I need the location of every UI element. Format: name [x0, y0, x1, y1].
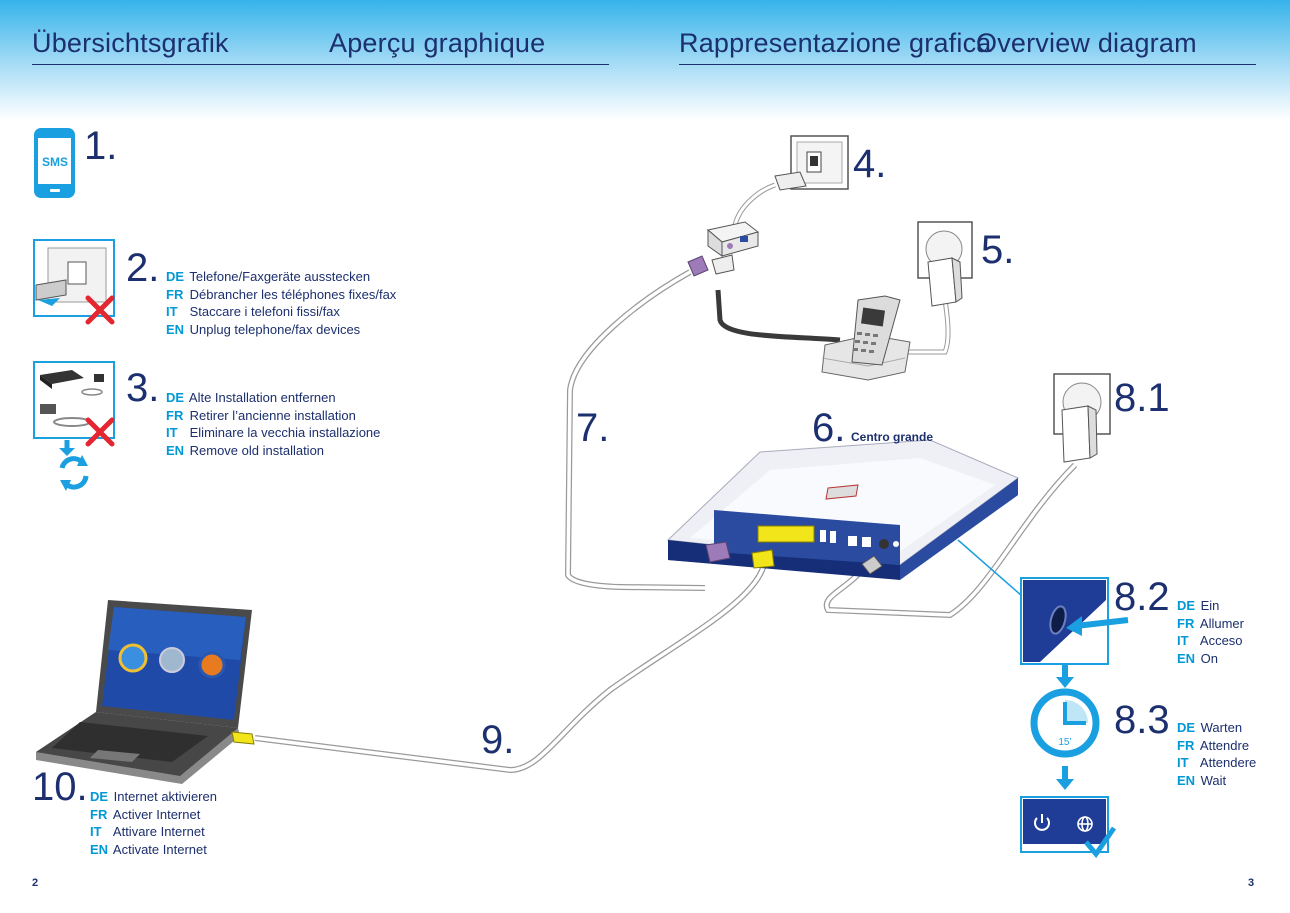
cable-phone-power-icon [905, 299, 951, 355]
step-8-3-instructions: DE Warten FR Attendre IT Attendere EN Wa… [1177, 720, 1257, 788]
red-cross-icon [85, 417, 115, 447]
header-rule-left [32, 64, 609, 65]
cable-wall-splitter-icon [732, 182, 776, 226]
step-2-number: 2. [126, 246, 160, 290]
step-6-number: 6. [812, 406, 846, 450]
step-3-instructions: DE Alte Installation entfernen FR Retire… [166, 390, 381, 458]
step-10-number: 10. [32, 765, 88, 809]
step-10-instructions: DE Internet aktivieren FR Activer Intern… [90, 789, 217, 857]
cable-phone-cord-icon [715, 289, 841, 343]
status-leds-icon [1020, 796, 1117, 859]
checkmark-icon [1084, 826, 1117, 859]
title-it: Rappresentazione grafica [679, 28, 992, 58]
step-1-number: 1. [84, 124, 118, 168]
unplug-phone-icon [33, 239, 115, 317]
refresh-icon [59, 440, 89, 491]
sms-label: SMS [42, 155, 68, 169]
page-number-right: 3 [1248, 877, 1255, 889]
step-2-instructions: DE Telefone/Faxgeräte ausstecken FR Débr… [166, 269, 397, 337]
arrow-down-icon [1056, 766, 1074, 790]
step-8-2-instructions: DE Ein FR Allumer IT Acceso EN On [1177, 598, 1244, 666]
title-en: Overview diagram [976, 28, 1197, 58]
title-de: Übersichtsgrafik [32, 28, 229, 58]
step-8-2-number: 8.2 [1114, 575, 1170, 619]
timer-label: 15’ [1058, 737, 1071, 748]
phone-wall-socket-icon [774, 135, 849, 191]
step-5-number: 5. [981, 228, 1015, 272]
laptop-icon [36, 600, 252, 784]
step-7-number: 7. [576, 406, 610, 450]
power-button-icon [1020, 577, 1129, 665]
timer-icon: 15’ [1030, 688, 1100, 758]
phone-splitter-icon [687, 221, 760, 277]
cable-9-icon [254, 559, 768, 774]
page-number-left: 2 [32, 877, 39, 889]
power-symbol-icon [1034, 814, 1050, 831]
power-socket-icon [917, 221, 973, 307]
cordless-phone-icon [821, 295, 911, 381]
step-8-3-number: 8.3 [1114, 698, 1170, 742]
old-installation-icon [33, 361, 115, 439]
power-socket-icon [1053, 373, 1111, 463]
smartphone-sms-icon: SMS [34, 128, 75, 198]
step-3-number: 3. [126, 366, 160, 410]
step-8-1-number: 8.1 [1114, 376, 1170, 420]
device-name: Centro grande [851, 430, 934, 444]
cable-power-router-icon [823, 462, 1078, 619]
globe-icon [1077, 816, 1093, 832]
step-4-number: 4. [853, 142, 887, 186]
header-rule-right [679, 64, 1256, 65]
step-9-number: 9. [481, 718, 515, 762]
title-fr: Aperçu graphique [329, 28, 546, 58]
router-icon [666, 439, 1019, 580]
arrow-down-icon [1056, 664, 1074, 688]
header-band [0, 0, 1290, 120]
cable-7-icon [564, 269, 706, 591]
ethernet-cable-icon [231, 731, 255, 745]
red-cross-icon [85, 295, 115, 325]
